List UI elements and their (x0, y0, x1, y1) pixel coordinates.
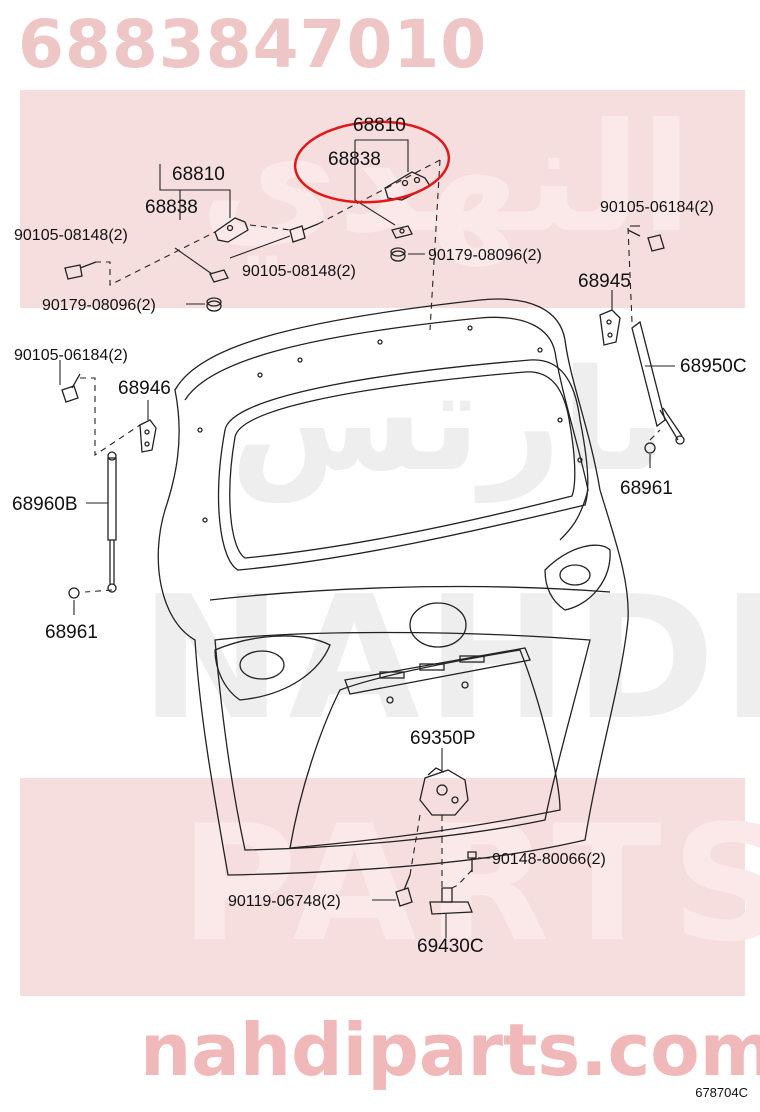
hinge-68810-left (209, 217, 249, 283)
callout-90105-06184-left: 90105-06184(2) (14, 347, 128, 364)
callout-68838-top: 68838 (328, 149, 381, 170)
bracket-68945 (599, 309, 621, 346)
bolt-90105-08148-mid (289, 223, 319, 243)
callout-90105-08148-mid: 90105-08148(2) (242, 263, 356, 280)
callout-68961-left: 68961 (45, 622, 98, 643)
callout-68810-left: 68810 (172, 164, 225, 185)
highlight-circle-68838 (293, 120, 451, 204)
bracket-68946 (139, 419, 157, 453)
callout-68946: 68946 (118, 378, 171, 399)
watermark-latin-low: PARTS (180, 790, 760, 977)
watermark-site: nahdiparts.com (140, 1008, 760, 1092)
bolt-90105-06184-left (61, 373, 81, 403)
callout-68945: 68945 (578, 271, 631, 292)
callout-90105-08148-left: 90105-08148(2) (14, 227, 128, 244)
watermark-arabic-mid: بارتس (230, 340, 667, 503)
hinge-68810-top (384, 171, 431, 239)
nut-90179-08096-left (206, 297, 222, 312)
callout-90148-80066: 90148-80066(2) (492, 851, 606, 868)
figure-code: 678704C (695, 1085, 748, 1100)
callout-68960B: 68960B (12, 494, 78, 515)
back-door-panel (157, 298, 629, 876)
callout-68810-top: 68810 (353, 115, 406, 136)
watermark-latin-mid: NAHDI (140, 560, 760, 758)
rear-window-glass (217, 359, 589, 571)
callout-68961-right: 68961 (620, 478, 673, 499)
bolt-90119-06748 (395, 874, 413, 907)
screw-90148-80066 (467, 851, 477, 872)
bolt-90105-06184-right (627, 229, 665, 252)
watermark-band-bottom (20, 778, 745, 996)
callout-90179-08096-left: 90179-08096(2) (42, 297, 156, 314)
watermark-band-top (20, 90, 745, 308)
callout-90179-08096-right: 90179-08096(2) (428, 247, 542, 264)
ball-stud-68961-left (68, 587, 80, 599)
gas-strut-68960B (107, 451, 117, 593)
callout-68838-left: 68838 (145, 197, 198, 218)
bolt-90105-08148-left (64, 261, 97, 280)
callout-90119-06748: 90119-06748(2) (228, 893, 341, 910)
callout-90105-06184-right: 90105-06184(2) (600, 199, 714, 216)
part-number-title: 6883847010 (18, 6, 488, 83)
ball-stud-68961-right (644, 442, 656, 454)
nut-90179-08096-right (390, 247, 406, 262)
callout-69430C: 69430C (417, 936, 484, 957)
lock-assembly-69350P (419, 767, 469, 816)
callout-69350P: 69350P (410, 728, 476, 749)
gas-strut-68950C (631, 320, 685, 445)
striker-69430C (429, 887, 473, 915)
callout-68950C: 68950C (680, 356, 747, 377)
watermark-arabic-top: النهدي (200, 92, 693, 266)
dashed-assembly-lines (80, 159, 661, 890)
leader-lines (59, 139, 675, 938)
